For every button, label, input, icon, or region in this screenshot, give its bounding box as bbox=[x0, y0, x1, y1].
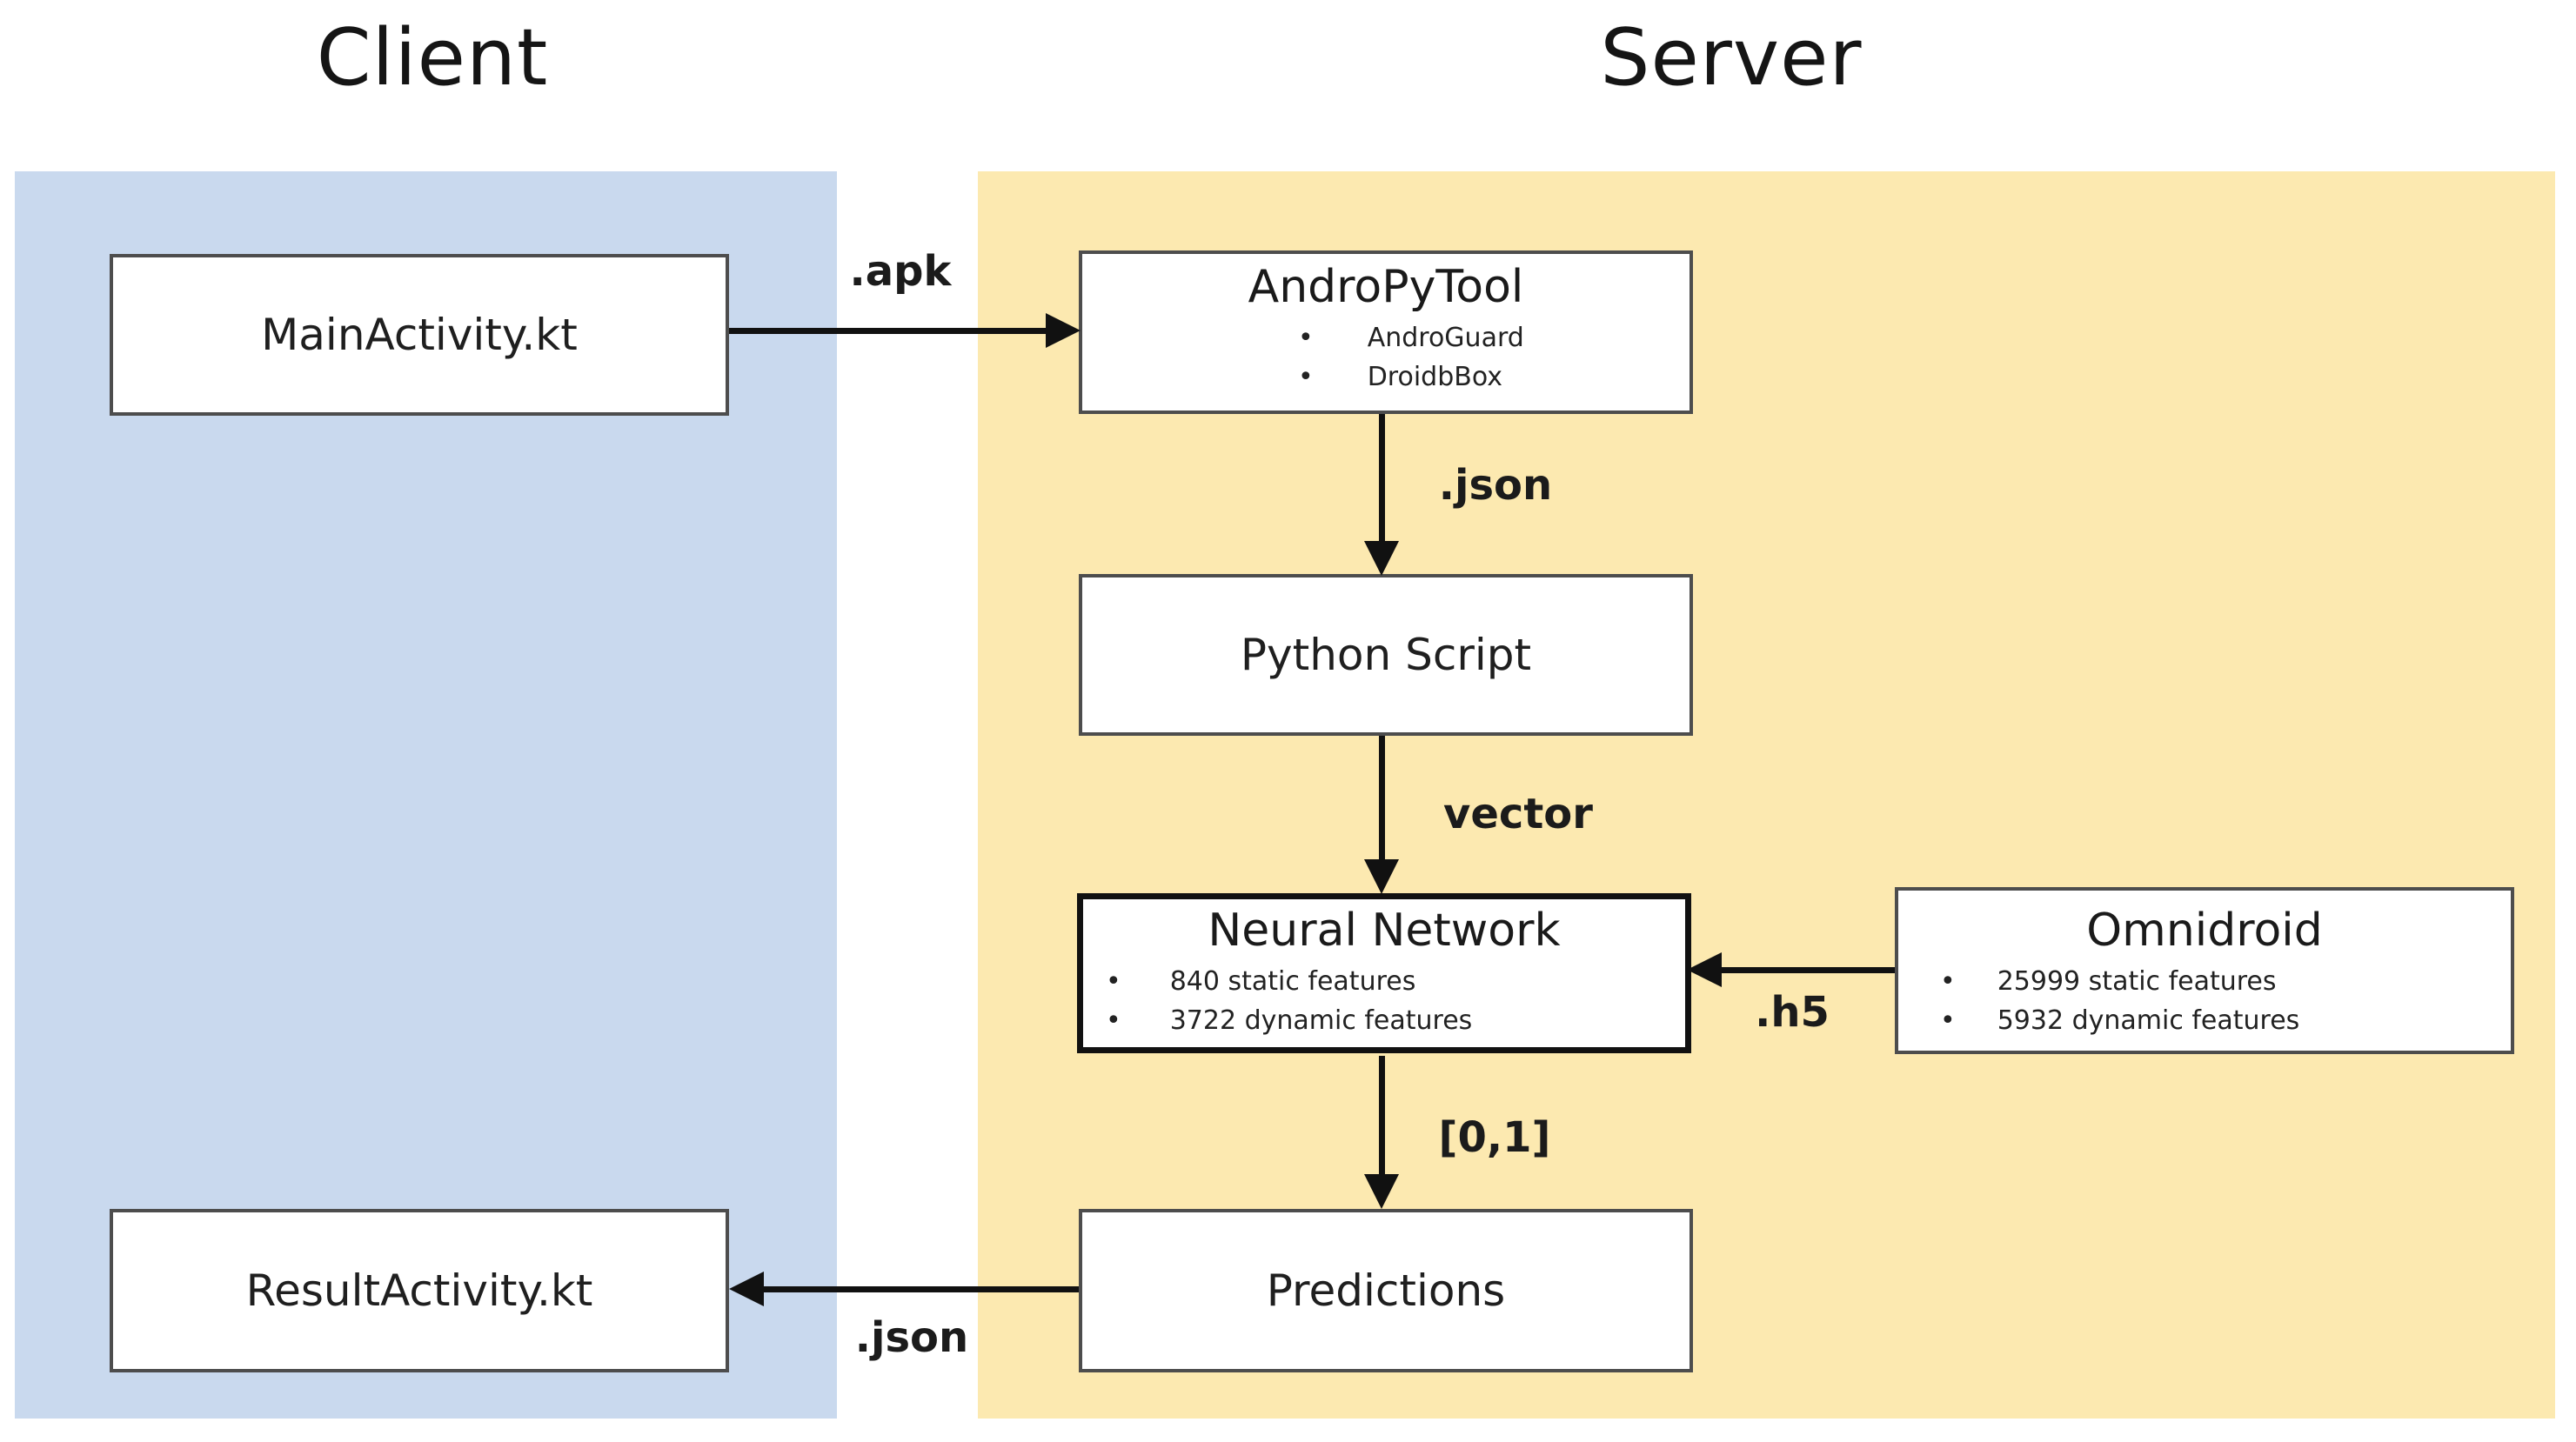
arrow-down-icon bbox=[1364, 859, 1399, 894]
arrow-right-icon bbox=[1046, 313, 1081, 348]
client-region-title: Client bbox=[316, 12, 549, 103]
arrow-down-icon bbox=[1364, 541, 1399, 576]
node-omnidroid: Omnidroid 25999 static features 5932 dyn… bbox=[1895, 887, 2514, 1054]
node-neural-network-title: Neural Network bbox=[1208, 905, 1561, 957]
node-andropytool: AndroPyTool AndroGuard DroidbBox bbox=[1079, 250, 1693, 414]
arrow-h5-line bbox=[1721, 967, 1895, 973]
node-andropytool-bullets: AndroGuard DroidbBox bbox=[1082, 318, 1689, 397]
edge-label-unit-interval: [0,1] bbox=[1438, 1113, 1551, 1162]
bullet-item: 25999 static features bbox=[1898, 962, 2511, 1001]
arrow-apk-line bbox=[729, 328, 1049, 334]
node-predictions: Predictions bbox=[1079, 1209, 1693, 1372]
node-main-activity: MainActivity.kt bbox=[110, 254, 729, 416]
bullet-item: 3722 dynamic features bbox=[1083, 1001, 1685, 1040]
node-python-script-label: Python Script bbox=[1240, 630, 1532, 680]
bullet-item: AndroGuard bbox=[1082, 318, 1689, 357]
edge-label-json-bottom: .json bbox=[854, 1313, 969, 1362]
arrow-json-top-line bbox=[1379, 414, 1385, 543]
node-main-activity-label: MainActivity.kt bbox=[261, 310, 578, 360]
arrow-unit-interval-line bbox=[1379, 1056, 1385, 1176]
arrow-left-icon bbox=[1687, 952, 1722, 987]
arrow-left-icon bbox=[729, 1272, 764, 1306]
server-region-title: Server bbox=[1600, 12, 1863, 103]
bullet-item: DroidbBox bbox=[1082, 357, 1689, 397]
node-omnidroid-bullets: 25999 static features 5932 dynamic featu… bbox=[1898, 962, 2511, 1040]
node-neural-network: Neural Network 840 static features 3722 … bbox=[1077, 893, 1691, 1053]
node-predictions-label: Predictions bbox=[1266, 1265, 1506, 1316]
edge-label-apk: .apk bbox=[849, 247, 952, 296]
arrow-vector-line bbox=[1379, 736, 1385, 861]
node-result-activity: ResultActivity.kt bbox=[110, 1209, 729, 1372]
arrow-down-icon bbox=[1364, 1174, 1399, 1209]
node-result-activity-label: ResultActivity.kt bbox=[245, 1265, 593, 1316]
edge-label-json-top: .json bbox=[1438, 461, 1553, 510]
node-python-script: Python Script bbox=[1079, 574, 1693, 736]
node-andropytool-title: AndroPyTool bbox=[1248, 261, 1524, 313]
bullet-item: 5932 dynamic features bbox=[1898, 1001, 2511, 1040]
edge-label-h5: .h5 bbox=[1755, 988, 1830, 1037]
bullet-item: 840 static features bbox=[1083, 962, 1685, 1001]
arrow-json-bottom-line bbox=[763, 1286, 1079, 1292]
edge-label-vector: vector bbox=[1443, 790, 1593, 838]
node-neural-network-bullets: 840 static features 3722 dynamic feature… bbox=[1083, 962, 1685, 1040]
node-omnidroid-title: Omnidroid bbox=[2086, 905, 2323, 957]
